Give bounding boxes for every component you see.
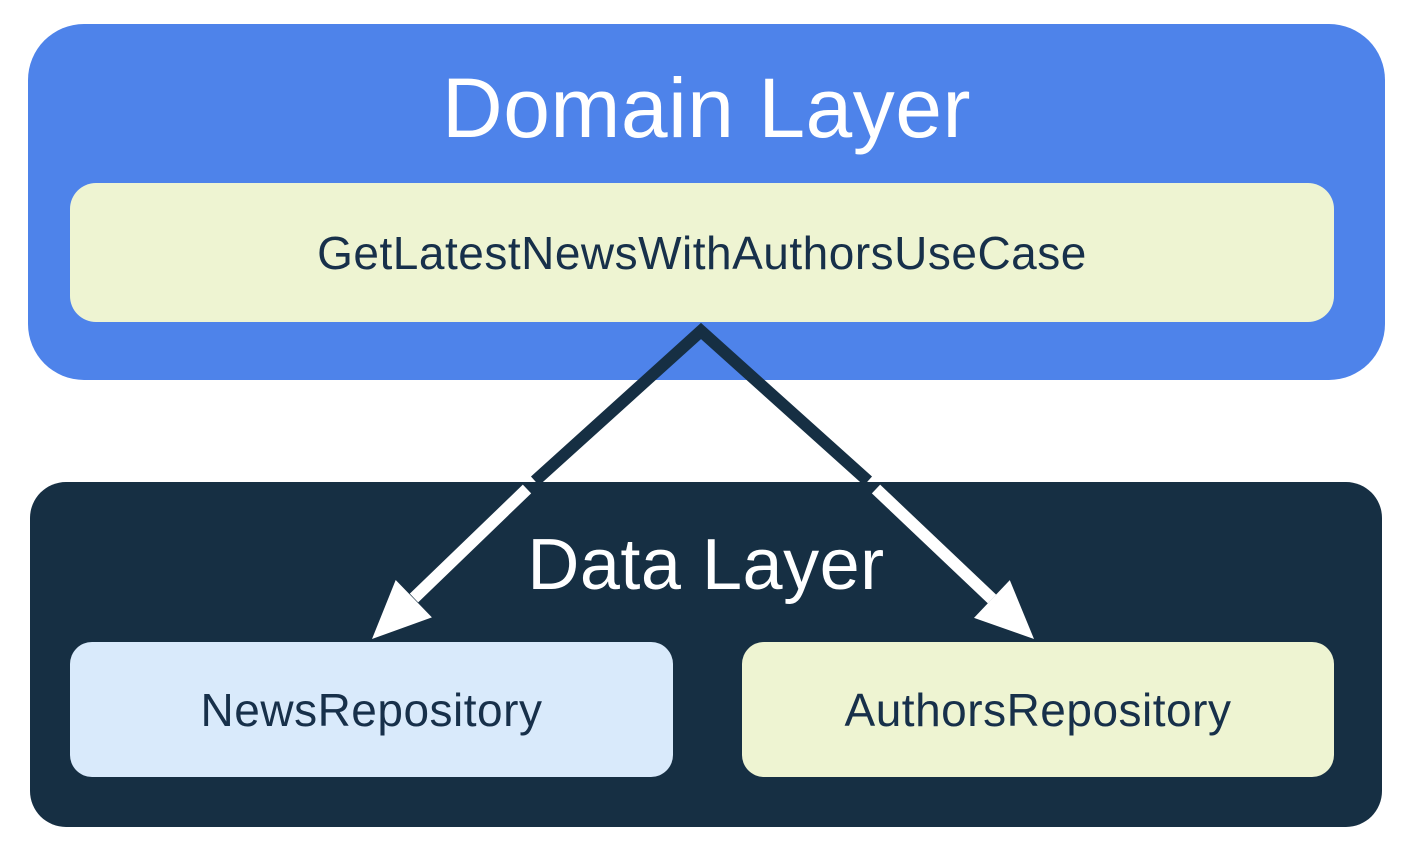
- authors-repository-label: AuthorsRepository: [844, 683, 1232, 736]
- data-layer-title: Data Layer: [527, 525, 885, 605]
- use-case-label: GetLatestNewsWithAuthorsUseCase: [317, 226, 1087, 279]
- domain-layer-box: Domain Layer GetLatestNewsWithAuthorsUse…: [28, 24, 1385, 380]
- authors-repository-node: AuthorsRepository: [742, 642, 1334, 777]
- data-layer-box: Data Layer NewsRepository AuthorsReposit…: [30, 482, 1382, 827]
- news-repository-label: NewsRepository: [200, 683, 543, 736]
- use-case-node: GetLatestNewsWithAuthorsUseCase: [70, 183, 1334, 322]
- news-repository-node: NewsRepository: [70, 642, 673, 777]
- domain-layer-title: Domain Layer: [442, 61, 971, 155]
